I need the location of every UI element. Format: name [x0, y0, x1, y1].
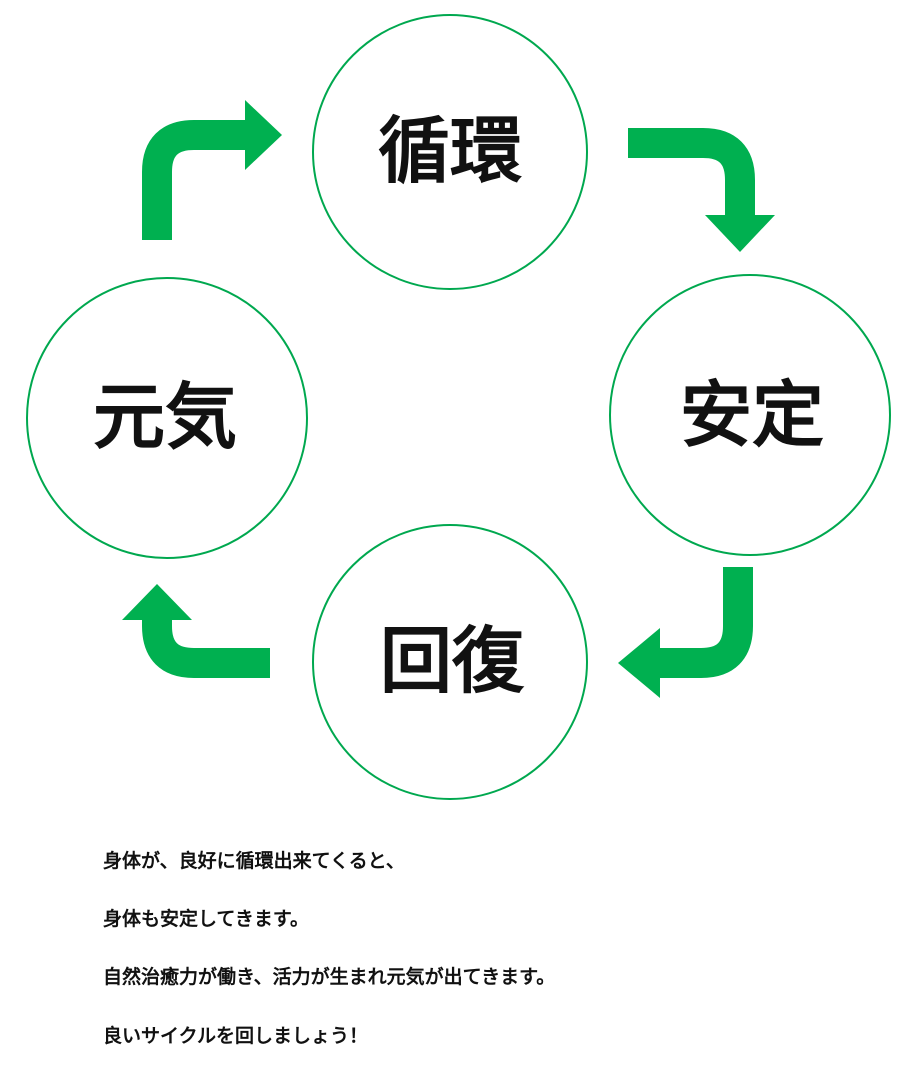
node-label-antei: 安定	[680, 373, 824, 457]
arrow-antei-to-kaifuku	[618, 567, 753, 698]
arrow-kaifuku-to-genki	[122, 584, 270, 678]
description-line: 身体が、良好に循環出来てくると、	[103, 850, 405, 872]
description-line: 身体も安定してきます。	[103, 908, 309, 930]
node-label-kaifuku: 回復	[380, 619, 525, 703]
arrow-junkan-to-antei	[628, 128, 775, 252]
circle-genki	[26, 277, 308, 559]
node-label-genki: 元気	[93, 375, 237, 459]
arrow-genki-to-junkan	[142, 100, 282, 240]
node-label-junkan: 循環	[378, 109, 522, 193]
circle-antei	[609, 274, 891, 556]
description-line: 良いサイクルを回しましょう！	[103, 1025, 369, 1047]
circle-kaifuku	[312, 524, 588, 800]
circle-junkan	[312, 14, 588, 290]
cycle-diagram: 循環 安定 回復 元気	[26, 14, 891, 800]
description-line: 自然治癒力が働き、活力が生まれ元気が出てきます。	[103, 966, 556, 988]
